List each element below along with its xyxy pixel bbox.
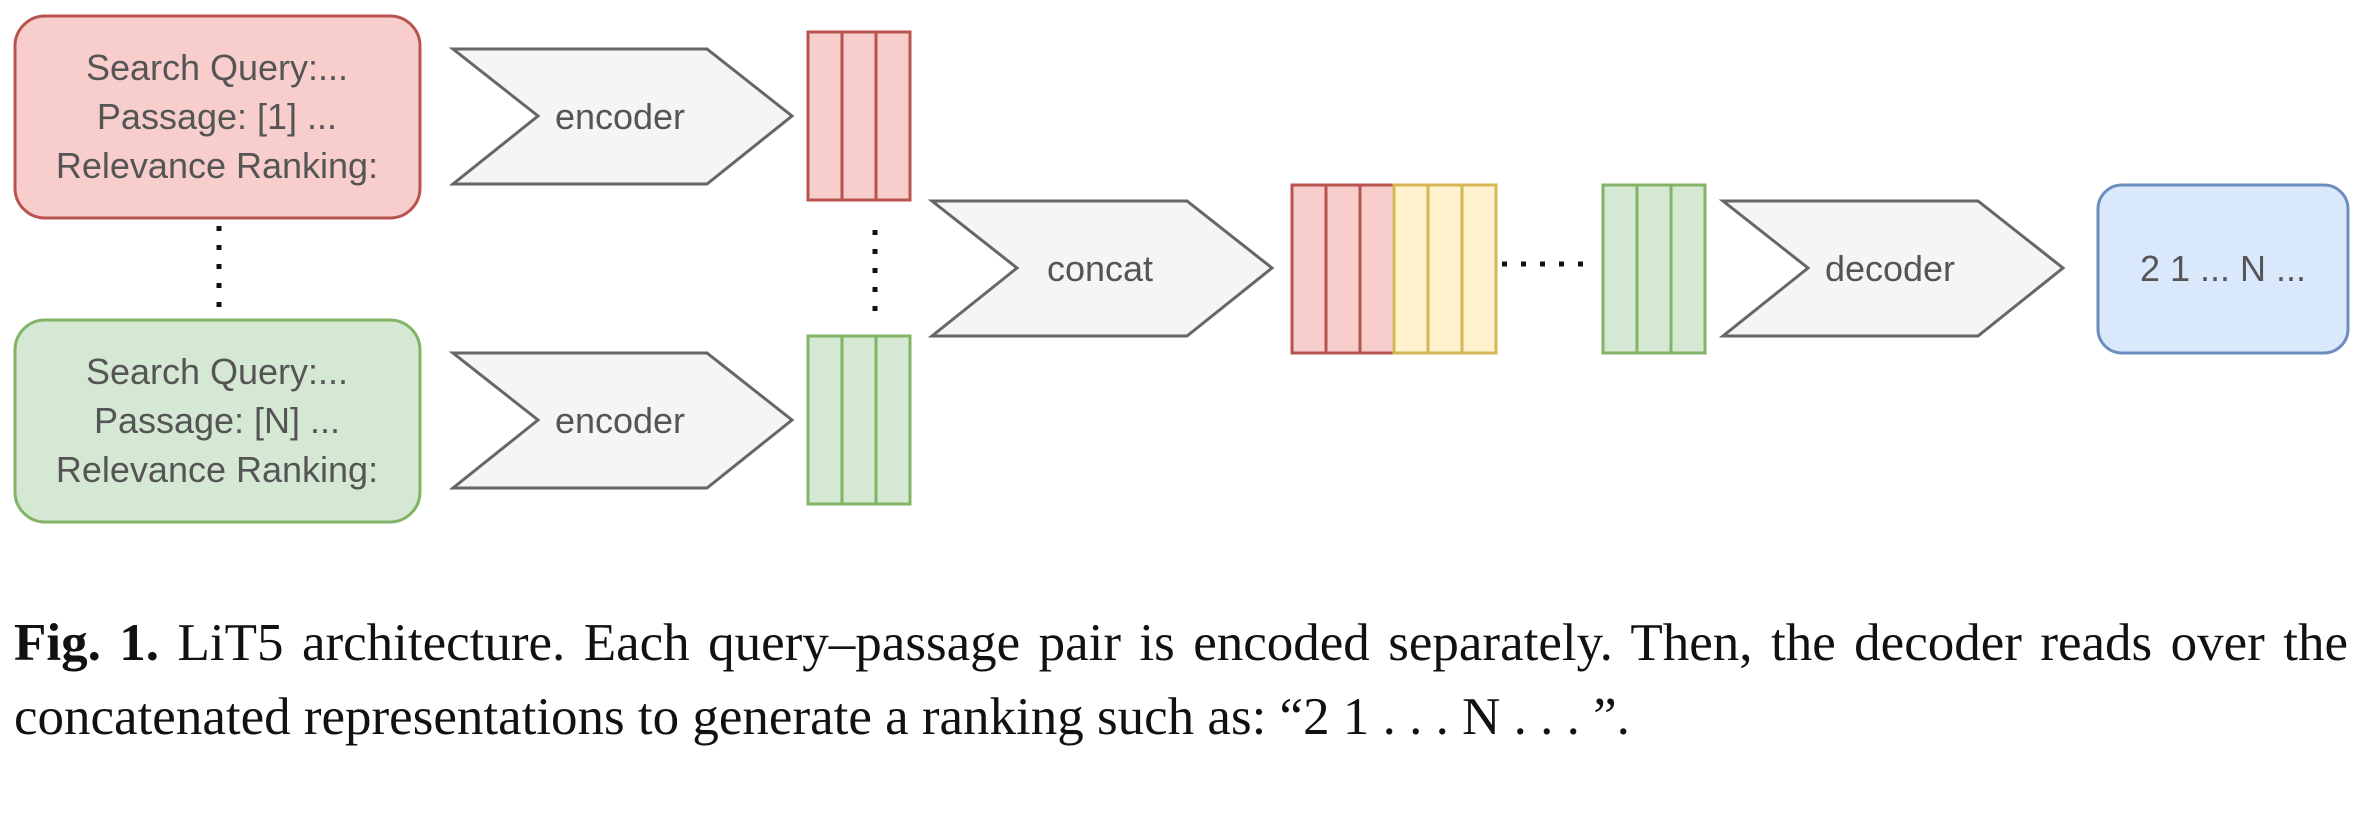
concat-chevron: concat — [927, 199, 1275, 338]
input-box-passage-n-line-3: Relevance Ranking: — [56, 449, 378, 490]
encoder-bottom-chevron: encoder — [448, 351, 795, 490]
output-ranking-box: 2 1 ... N ... — [2096, 183, 2350, 355]
encoder-bottom-label: encoder — [555, 400, 685, 441]
input-box-passage-1-line-1: Search Query:... — [86, 47, 348, 88]
architecture-diagram: Search Query:... Passage: [1] ... Releva… — [13, 14, 2350, 524]
concatenated-representation-red — [1290, 183, 1396, 355]
input-box-passage-1-line-2: Passage: [1] ... — [97, 96, 337, 137]
figure-caption: Fig. 1. LiT5 architecture. Each query–pa… — [14, 606, 2348, 754]
encoder-top-chevron: encoder — [448, 47, 795, 186]
concat-label: concat — [1047, 248, 1153, 289]
input-box-passage-1-line-3: Relevance Ranking: — [56, 145, 378, 186]
input-box-passage-n-line-2: Passage: [N] ... — [94, 400, 340, 441]
concatenated-representation-yellow — [1392, 183, 1498, 355]
encoded-representation-bottom — [806, 334, 912, 506]
output-ranking-label: 2 1 ... N ... — [2140, 248, 2306, 289]
input-box-passage-1: Search Query:... Passage: [1] ... Releva… — [13, 14, 422, 220]
decoder-chevron: decoder — [1718, 199, 2066, 338]
decoder-label: decoder — [1825, 248, 1955, 289]
concatenated-representation-green — [1601, 183, 1707, 355]
figure-caption-text: LiT5 architecture. Each query–passage pa… — [14, 614, 2348, 746]
encoder-top-label: encoder — [555, 96, 685, 137]
input-box-passage-n-line-1: Search Query:... — [86, 351, 348, 392]
encoded-representation-top — [806, 30, 912, 202]
figure-caption-label: Fig. 1. — [14, 614, 160, 672]
input-box-passage-n: Search Query:... Passage: [N] ... Releva… — [13, 318, 422, 524]
